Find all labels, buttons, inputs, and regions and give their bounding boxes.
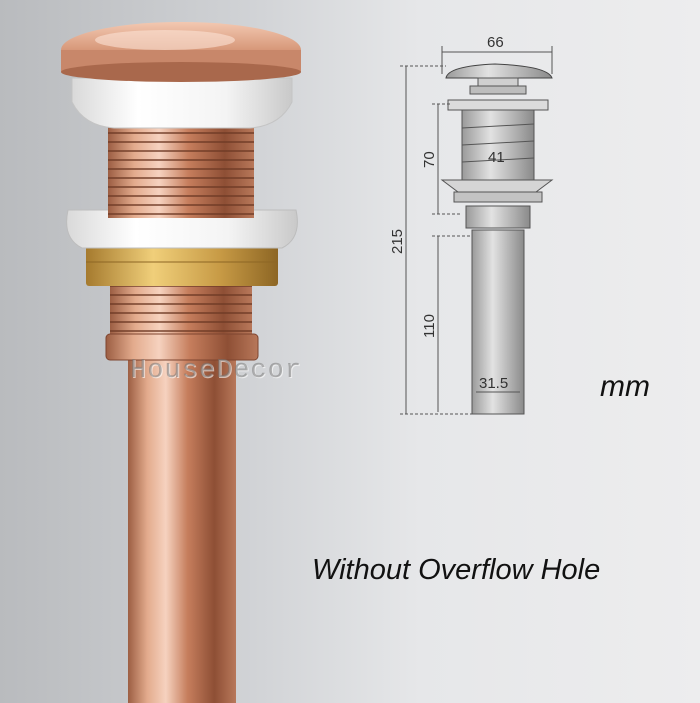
knurled-ring	[105, 333, 259, 361]
brand-watermark: HouseDecor	[130, 356, 303, 386]
product-caption: Without Overflow Hole	[312, 554, 601, 586]
unit-label: mm	[600, 370, 650, 403]
dimension-diagram	[400, 46, 554, 415]
dim-lower-height: 110	[421, 314, 438, 338]
lower-washer	[66, 209, 298, 249]
diagram-pipe	[471, 229, 525, 415]
dim-upper-height: 70	[421, 151, 438, 168]
dim-body-width: 41	[488, 149, 505, 166]
drain-pipe	[128, 352, 236, 703]
diagram-cap	[445, 63, 553, 79]
brass-nut	[86, 246, 278, 286]
dim-total-height: 215	[389, 229, 406, 254]
upper-washer	[71, 77, 293, 129]
diagram-body	[461, 109, 535, 181]
dim-cap-width: 66	[487, 34, 504, 51]
drain-photo	[61, 22, 301, 703]
dim-pipe-width: 31.5	[479, 375, 508, 392]
